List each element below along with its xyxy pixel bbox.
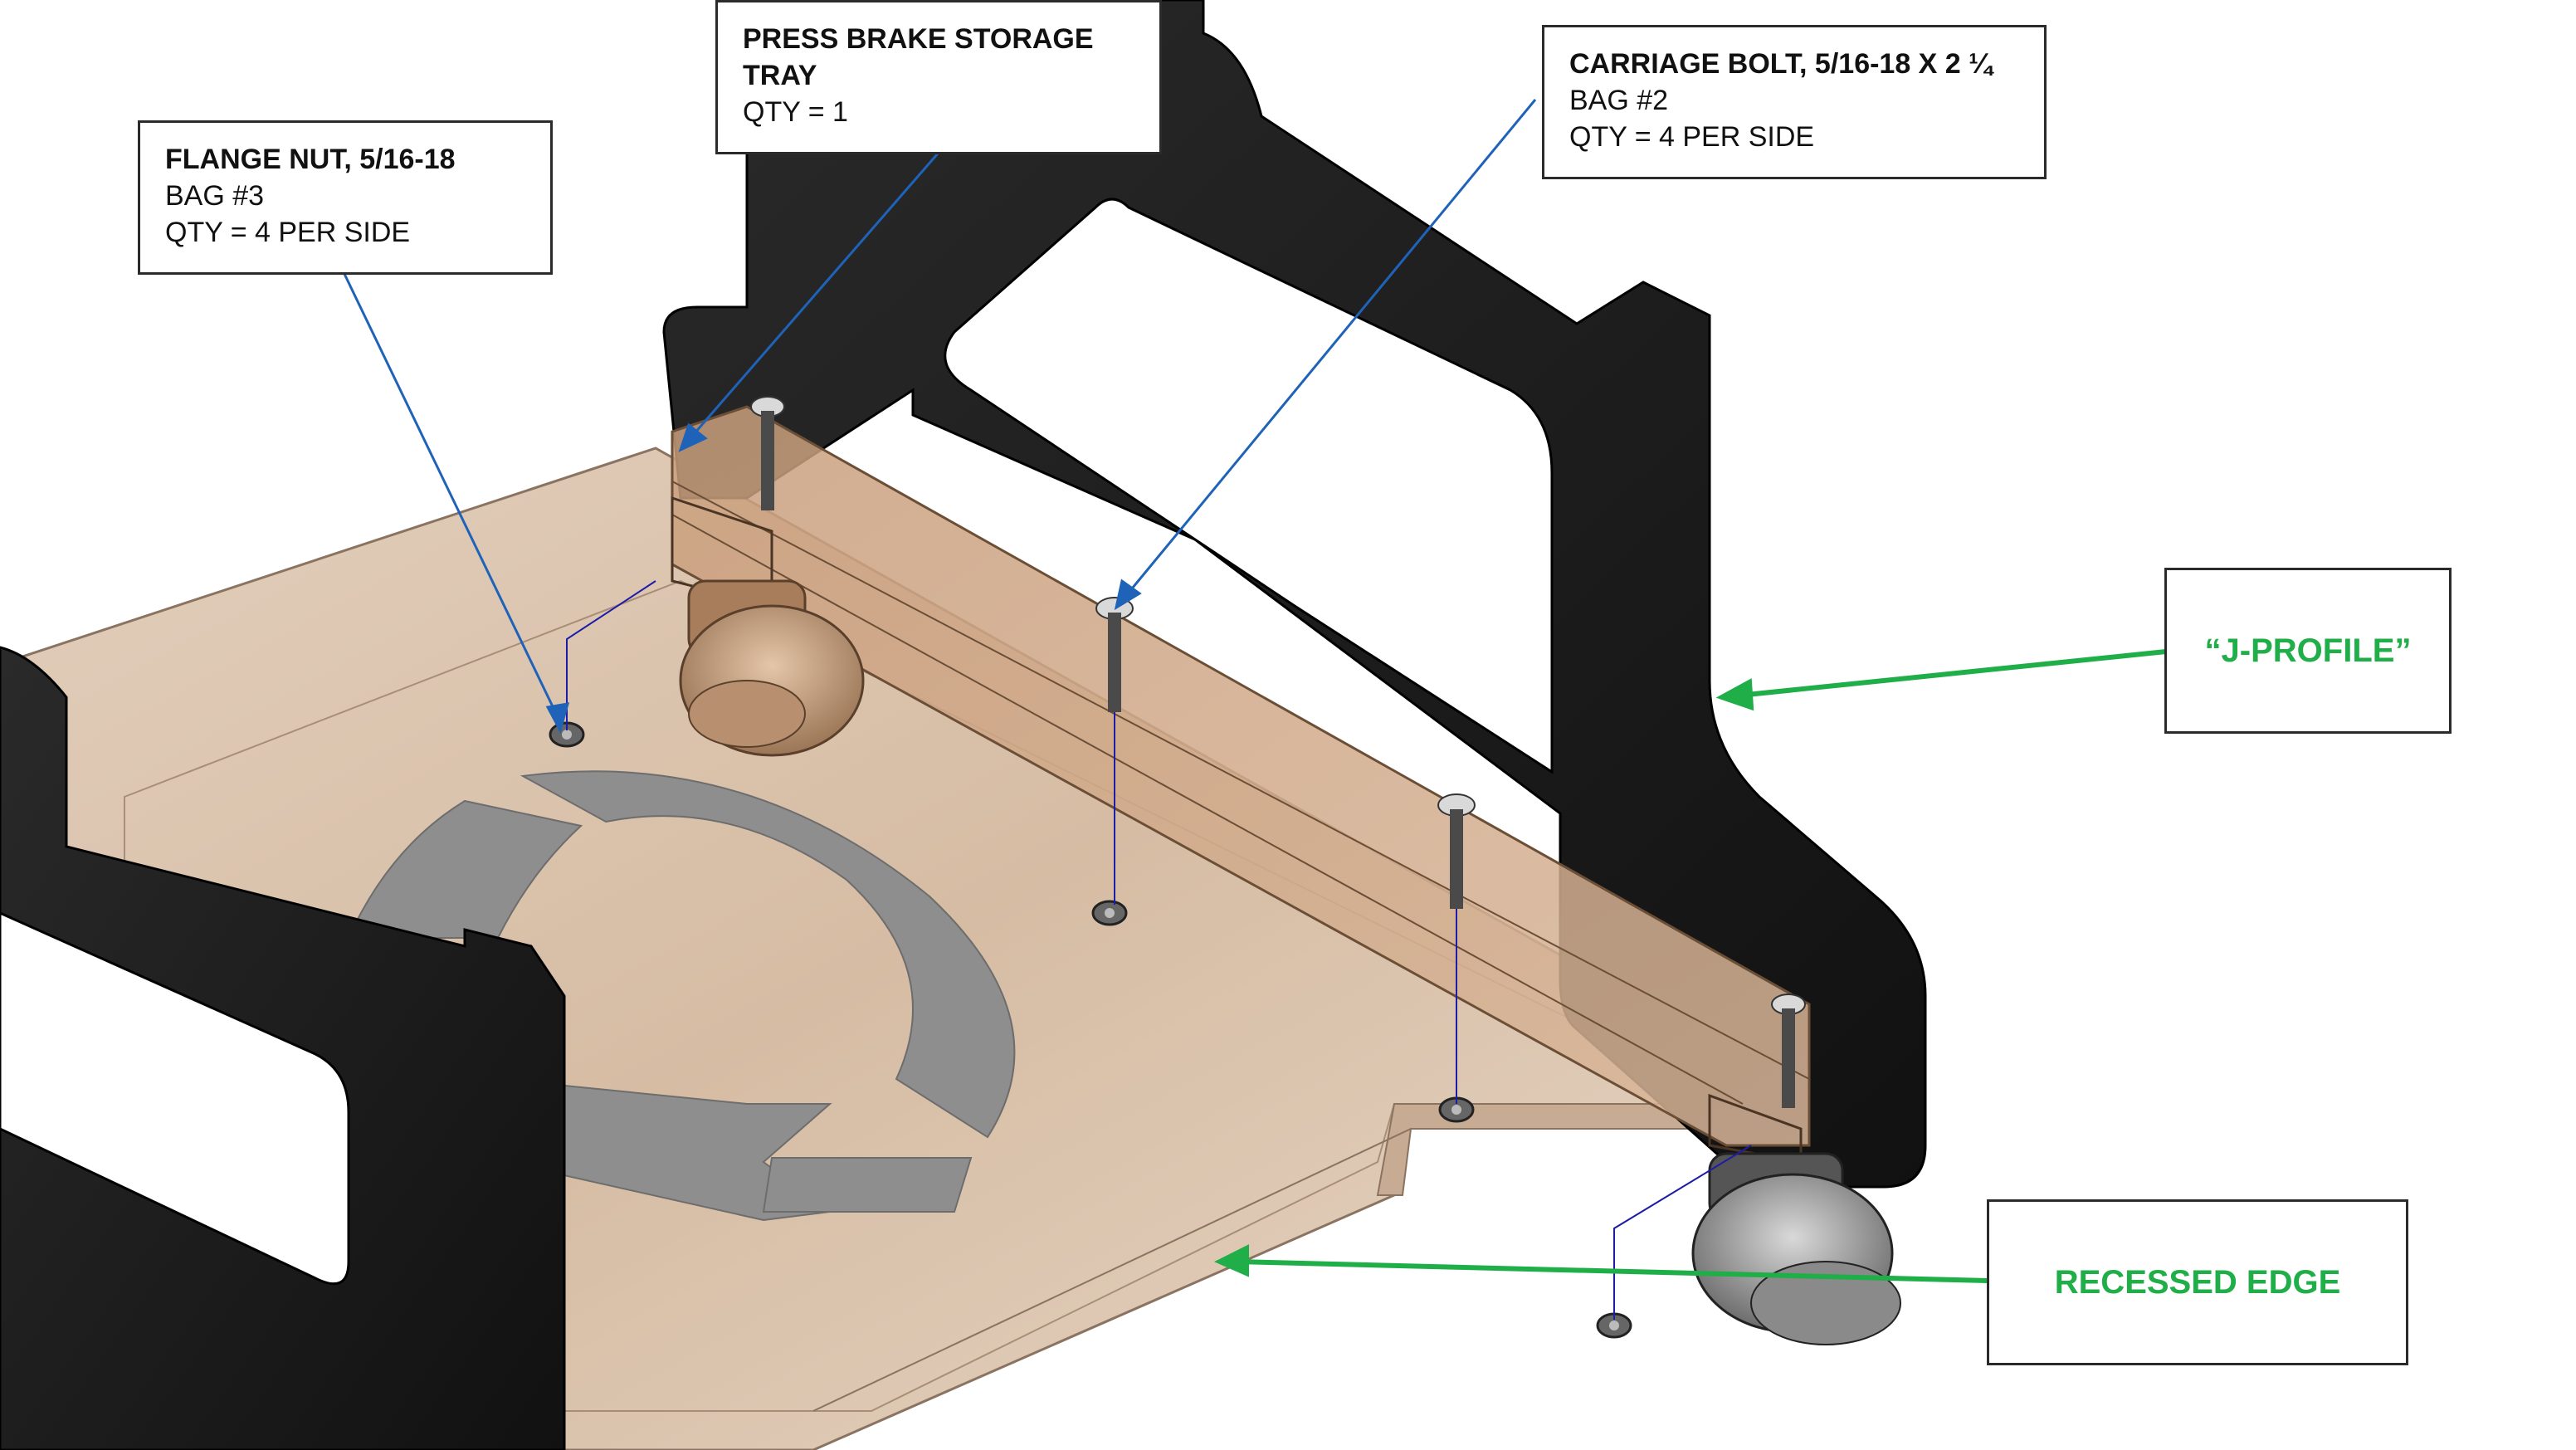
storage-tray-qty: QTY = 1 [743, 96, 848, 128]
carriage-bolt-qty: QTY = 4 PER SIDE [1569, 121, 1815, 153]
green-pointers [1213, 649, 2167, 1283]
flange-nut-4 [1596, 1312, 1632, 1339]
flange-nut-qty: QTY = 4 PER SIDE [165, 217, 411, 248]
j-profile-frame [662, 0, 1927, 1189]
flange-nut-callout: FLANGE NUT, 5/16-18 BAG #3 QTY = 4 PER S… [138, 120, 553, 275]
front-frame [0, 646, 566, 1450]
caster-front-right [1691, 1152, 1901, 1345]
flange-nut-title: FLANGE NUT, 5/16-18 [165, 144, 456, 175]
storage-tray-callout: PRESS BRAKE STORAGE TRAY QTY = 1 [715, 0, 1162, 154]
storage-tray-title-2: TRAY [743, 60, 817, 91]
carriage-bolt-1 [750, 396, 785, 510]
assembly-guide-lines [566, 580, 1752, 1320]
flange-nut-bag: BAG #3 [165, 180, 265, 212]
recessed-edge-label: RECESSED EDGE [1987, 1199, 2408, 1365]
carriage-bolt-title: CARRIAGE BOLT, 5/16-18 X 2 ¼ [1569, 48, 1993, 80]
flange-nut-2 [1091, 900, 1128, 926]
storage-tray-title-1: PRESS BRAKE STORAGE [743, 23, 1094, 55]
carriage-bolt-4 [1771, 994, 1806, 1108]
callout-leaders [343, 99, 1537, 734]
j-profile-label: “J-PROFILE” [2164, 568, 2452, 734]
caster-back-left [679, 579, 865, 757]
carriage-bolt-3 [1437, 793, 1476, 909]
carriage-bolt-callout: CARRIAGE BOLT, 5/16-18 X 2 ¼ BAG #2 QTY … [1542, 25, 2047, 179]
carriage-bolt-bag: BAG #2 [1569, 85, 1669, 116]
